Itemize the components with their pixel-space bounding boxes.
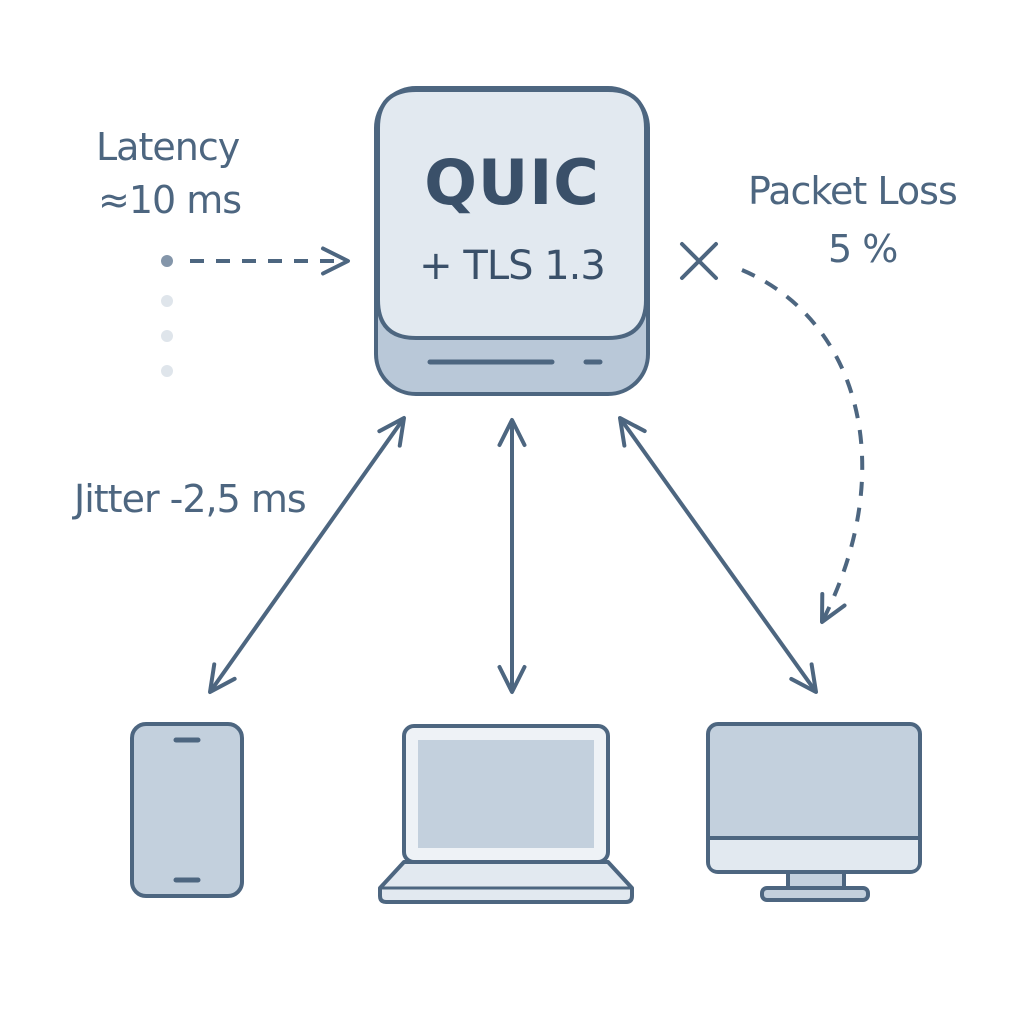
- jitter-label: Jitter -2,5 ms: [74, 477, 307, 521]
- phone-icon: [130, 722, 244, 898]
- latency-arrow: [161, 246, 350, 377]
- server-title: QUIC: [424, 146, 600, 219]
- desktop-monitor-icon: [706, 722, 922, 902]
- packet-loss-arrow: [680, 242, 865, 624]
- loss-x-icon: [680, 242, 718, 280]
- packet-loss-value: 5 %: [828, 227, 898, 271]
- latency-value: ≈10 ms: [98, 178, 242, 222]
- latency-label: Latency: [96, 125, 240, 169]
- quic-server: [374, 86, 650, 396]
- laptop-icon: [378, 724, 634, 904]
- desktop-link-arrow: [618, 416, 818, 694]
- server-subtitle: + TLS 1.3: [419, 243, 606, 289]
- packet-loss-label: Packet Loss: [748, 169, 958, 213]
- phone-link-arrow: [208, 416, 406, 694]
